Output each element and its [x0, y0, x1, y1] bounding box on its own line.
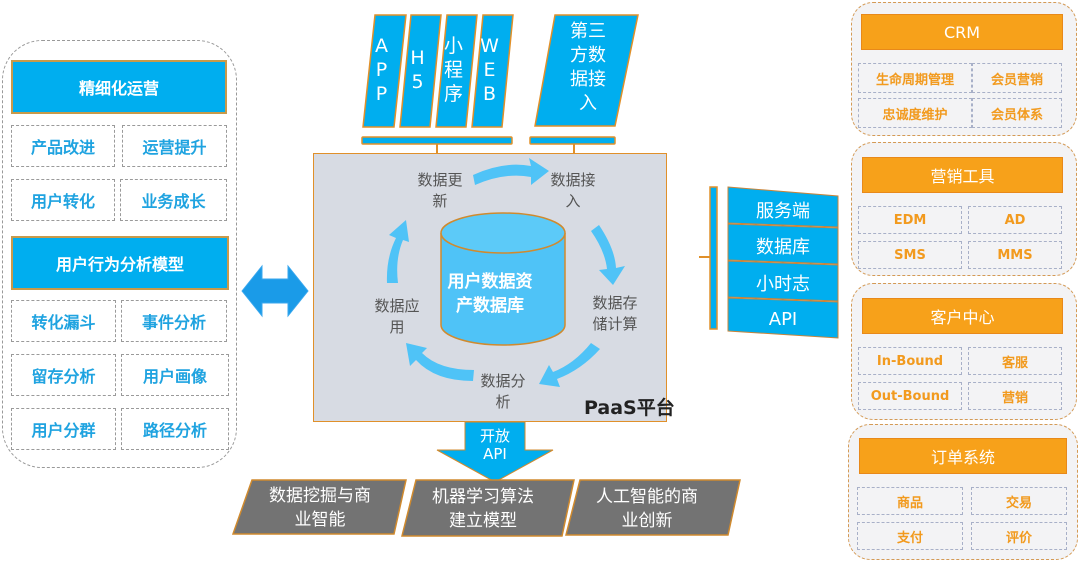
channel-shapes	[361, 14, 639, 154]
left-panel: 精细化运营 产品改进 运营提升 用户转化 业务成长 用户行为分析模型 转化漏斗 …	[2, 40, 237, 468]
cycle-step-data-application: 数据应 用	[374, 297, 420, 336]
channel-h5-shape	[399, 14, 442, 128]
side-source-shapes	[699, 186, 839, 339]
output-data-mining-bi: 数据挖掘与商 业智能	[269, 486, 371, 530]
right-item: 支付	[857, 522, 963, 550]
paas-platform-label: PaaS平台	[584, 397, 675, 419]
right-item: 交易	[971, 487, 1067, 515]
cycle-step-data-analysis: 数据分 析	[480, 372, 526, 411]
right-item: 营销	[968, 382, 1062, 410]
right-item: Out-Bound	[858, 382, 962, 410]
group-header-customer-center: 客户中心	[862, 298, 1063, 334]
bidirectional-arrow-icon	[241, 264, 309, 318]
user-data-asset-database: 用户数据资 产数据库	[447, 272, 533, 316]
left-item: 事件分析	[121, 300, 227, 342]
right-item: In-Bound	[858, 347, 962, 375]
left-item: 产品改进	[11, 125, 115, 167]
cycle-arrow-analyze-to-apply	[406, 343, 474, 381]
channel-group-bar	[361, 136, 513, 145]
section-header-behavior-model: 用户行为分析模型	[11, 236, 229, 290]
database-cylinder-icon	[440, 212, 566, 346]
left-item: 留存分析	[11, 354, 116, 396]
left-item: 业务成长	[120, 179, 227, 221]
left-item: 用户画像	[121, 354, 229, 396]
source-database: 数据库	[756, 237, 810, 258]
source-api: API	[768, 308, 798, 330]
group-header-crm: CRM	[861, 14, 1063, 50]
right-group-customer-center: 客户中心 In-Bound 客服 Out-Bound 营销	[851, 283, 1077, 420]
right-item: 客服	[968, 347, 1062, 375]
left-item: 转化漏斗	[11, 300, 116, 342]
right-group-order-system: 订单系统 商品 交易 支付 评价	[848, 424, 1078, 560]
cycle-arrow-store-to-analyze	[539, 343, 600, 387]
source-server: 服务端	[756, 201, 810, 222]
right-item: 评价	[971, 522, 1067, 550]
cycle-arrow-update-to-ingest	[473, 158, 549, 185]
right-item: MMS	[968, 241, 1062, 269]
source-logs: 小时志	[756, 274, 810, 295]
cycle-arrow-apply-to-update	[386, 220, 409, 283]
group-header-marketing-tools: 营销工具	[862, 157, 1063, 193]
left-item: 运营提升	[122, 125, 227, 167]
channel-third-party: 第三 方数 据接 入	[570, 21, 606, 114]
right-item: 会员营销	[972, 63, 1062, 93]
channel-third-party-shape	[534, 14, 639, 127]
group-header-order-system: 订单系统	[859, 438, 1067, 474]
right-item: SMS	[858, 241, 962, 269]
right-item: 商品	[857, 487, 963, 515]
right-item: AD	[968, 206, 1062, 234]
cycle-diagram	[386, 158, 625, 387]
open-api-label: 开放 API	[479, 427, 510, 463]
right-group-crm: CRM 生命周期管理 会员营销 忠诚度维护 会员体系	[851, 2, 1077, 136]
right-item: 会员体系	[972, 98, 1062, 128]
section-header-fine-operation: 精细化运营	[11, 60, 227, 114]
right-item: 生命周期管理	[858, 63, 972, 93]
channel-web-shape	[471, 14, 514, 128]
output-ml-modeling: 机器学习算法 建立模型	[432, 487, 534, 531]
right-item: 忠诚度维护	[858, 98, 972, 128]
third-party-bar	[529, 136, 616, 145]
left-item: 用户转化	[11, 179, 115, 221]
channel-web: W E B	[480, 35, 499, 105]
cycle-step-data-update: 数据更 新	[417, 171, 463, 210]
left-item: 用户分群	[11, 408, 116, 450]
cycle-step-data-storage: 数据存 储计算	[592, 294, 638, 333]
open-api-arrow-icon	[436, 422, 554, 483]
left-item: 路径分析	[121, 408, 229, 450]
output-ai-innovation: 人工智能的商 业创新	[596, 487, 698, 531]
output-shapes	[231, 479, 741, 537]
channel-app-shape	[362, 14, 407, 128]
right-item: EDM	[858, 206, 962, 234]
cycle-arrow-ingest-to-store	[591, 225, 625, 285]
channel-app: A P P	[375, 35, 388, 105]
right-group-marketing-tools: 营销工具 EDM AD SMS MMS	[851, 142, 1077, 276]
channel-mini-program: 小 程 序	[443, 35, 463, 105]
channel-miniapp-shape	[435, 14, 478, 128]
cycle-step-data-ingest: 数据接 入	[550, 171, 596, 210]
channel-h5: H 5	[410, 47, 425, 93]
